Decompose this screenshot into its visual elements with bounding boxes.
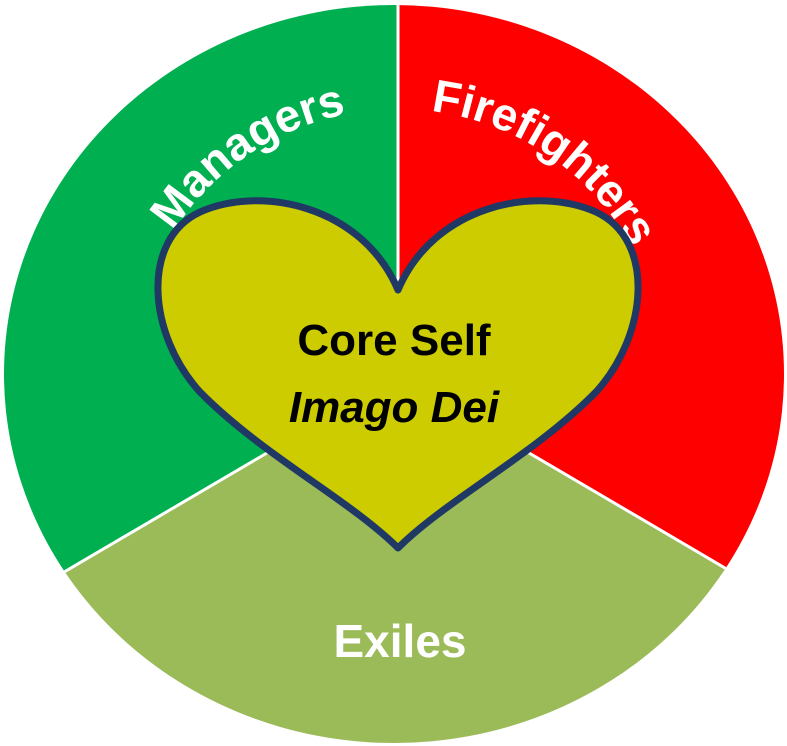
core-self-title: Core Self (297, 316, 491, 365)
core-self-subtitle: Imago Dei (289, 383, 500, 432)
heart-core-self (154, 197, 642, 552)
firefighters-segment (398, 5, 784, 743)
exiles-label: Exiles (334, 615, 467, 667)
managers-segment (4, 5, 398, 743)
